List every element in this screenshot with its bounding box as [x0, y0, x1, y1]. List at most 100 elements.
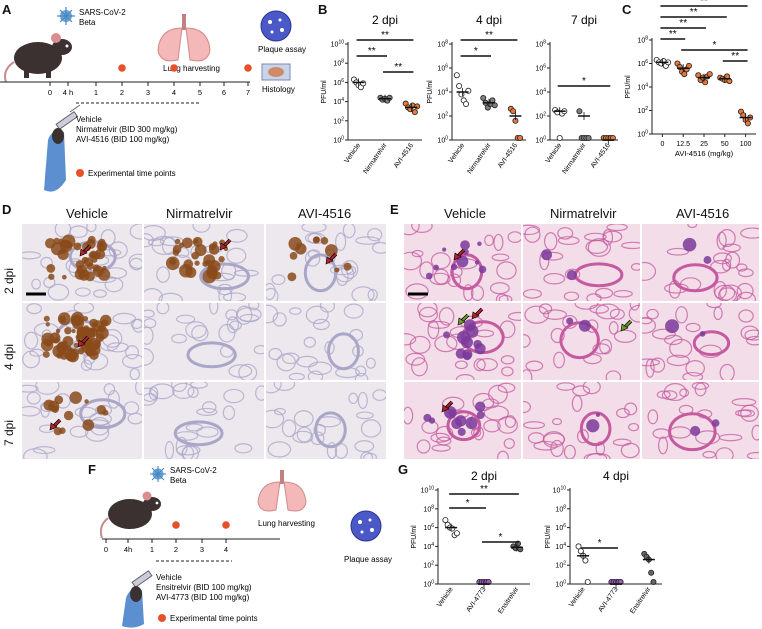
alveolus — [744, 329, 759, 341]
y-axis-label: PFU/ml — [411, 525, 418, 549]
mouse-in-hand-icon — [122, 586, 144, 628]
alveolus — [405, 283, 429, 300]
virus-label: SARS-CoV-2 — [79, 8, 126, 17]
plaque-dish-icon — [350, 510, 382, 542]
alveolus — [356, 411, 374, 420]
stain-patch — [43, 315, 50, 322]
y-tick-label: 106 — [333, 78, 344, 87]
alveolus — [642, 261, 657, 281]
y-tick-label: 100 — [555, 580, 566, 589]
stain-patch — [42, 350, 50, 358]
timepoint-legend-label: Experimental time points — [170, 614, 258, 623]
alveolus — [602, 230, 623, 243]
alveolus — [266, 282, 276, 301]
alveolus — [303, 336, 317, 348]
stain-patch — [334, 267, 340, 273]
stain-patch — [457, 427, 466, 436]
alveolus — [73, 303, 95, 314]
x-tick-label: Nirmatrelvir — [362, 142, 389, 176]
treatment-ensitrelvir: Ensitrelvir (BID 100 mg/kg) — [156, 583, 252, 592]
alveolus — [737, 409, 756, 418]
alveolus — [127, 412, 142, 425]
alveolus — [128, 253, 142, 269]
stain-patch — [48, 273, 55, 280]
airway — [303, 253, 338, 293]
alveolus — [108, 241, 128, 259]
panel-label-c: C — [622, 2, 632, 17]
alveolus — [706, 303, 722, 309]
alveolus — [171, 382, 188, 393]
alveolus — [419, 261, 434, 280]
y-tick-label: 1010 — [553, 486, 567, 495]
stain-patch — [474, 260, 480, 265]
alveolus — [266, 287, 279, 301]
arrow-icon — [471, 307, 484, 320]
data-point — [411, 109, 418, 116]
alveolus — [746, 451, 759, 459]
data-point — [449, 525, 456, 532]
alveolus — [125, 345, 139, 360]
y-tick-label: 106 — [637, 59, 648, 68]
alveolus — [550, 439, 564, 458]
alveolus — [23, 331, 39, 350]
timeline-tick-label: 3 — [200, 545, 204, 554]
panel-label-d: D — [2, 202, 12, 217]
panel-label-b: B — [318, 2, 328, 17]
alveolus — [543, 232, 558, 251]
alveolus — [103, 383, 116, 396]
airway — [579, 411, 612, 447]
timeline-tick-label: 4 h — [63, 88, 73, 97]
alveolus — [130, 318, 142, 330]
timepoint-marker — [118, 64, 126, 72]
stain-patch — [312, 236, 320, 244]
significance-label: ** — [690, 7, 698, 18]
alveolus — [360, 419, 382, 438]
alveolus — [372, 389, 386, 401]
alveolus — [185, 423, 203, 432]
virus-label: SARS-CoV-2 — [170, 466, 217, 475]
alveolus — [23, 448, 48, 459]
panel-label-a: A — [2, 2, 12, 17]
y-axis-label: PFU/ml — [545, 525, 552, 549]
y-tick-label: 100 — [535, 136, 546, 145]
virus-icon — [150, 466, 166, 482]
alveolus — [409, 335, 431, 354]
alveolus — [483, 405, 509, 421]
significance-label: ** — [485, 30, 493, 41]
alveolus — [702, 450, 716, 459]
x-tick-label: AVI-4516 — [393, 142, 415, 170]
stain-patch — [70, 311, 85, 326]
data-point — [414, 103, 421, 110]
alveolus — [595, 441, 606, 456]
alveolus — [630, 263, 640, 271]
alveolus — [463, 284, 474, 301]
alveolus — [454, 360, 468, 370]
alveolus — [647, 409, 659, 425]
alveolus — [238, 363, 258, 380]
x-tick-label: Ensitrelvir — [497, 586, 521, 616]
significance-label: ** — [368, 46, 376, 57]
stain-patch — [165, 256, 180, 271]
alveolus — [35, 382, 60, 395]
alveolus — [405, 352, 426, 366]
arrow-icon — [620, 319, 633, 332]
y-tick-label: 100 — [637, 130, 648, 139]
alveolus — [129, 224, 142, 240]
timeline-tick-label: 7 — [246, 88, 250, 97]
alveolus — [367, 288, 378, 301]
stain-patch — [202, 269, 217, 284]
alveolus — [543, 309, 567, 320]
ihc-micrograph — [22, 382, 142, 459]
alveolus — [354, 372, 369, 380]
alveolus — [523, 400, 532, 414]
alveolus — [738, 268, 754, 278]
timeline-tick-label: 4 — [224, 545, 228, 554]
y-tick-label: 106 — [437, 64, 448, 73]
alveolus — [745, 335, 759, 346]
ihc-micrograph — [144, 382, 264, 459]
alveolus — [351, 286, 375, 301]
he-micrograph — [404, 382, 521, 459]
stain-patch — [194, 260, 200, 266]
alveolus — [507, 231, 521, 243]
y-axis-label: PFU/ml — [321, 80, 328, 104]
